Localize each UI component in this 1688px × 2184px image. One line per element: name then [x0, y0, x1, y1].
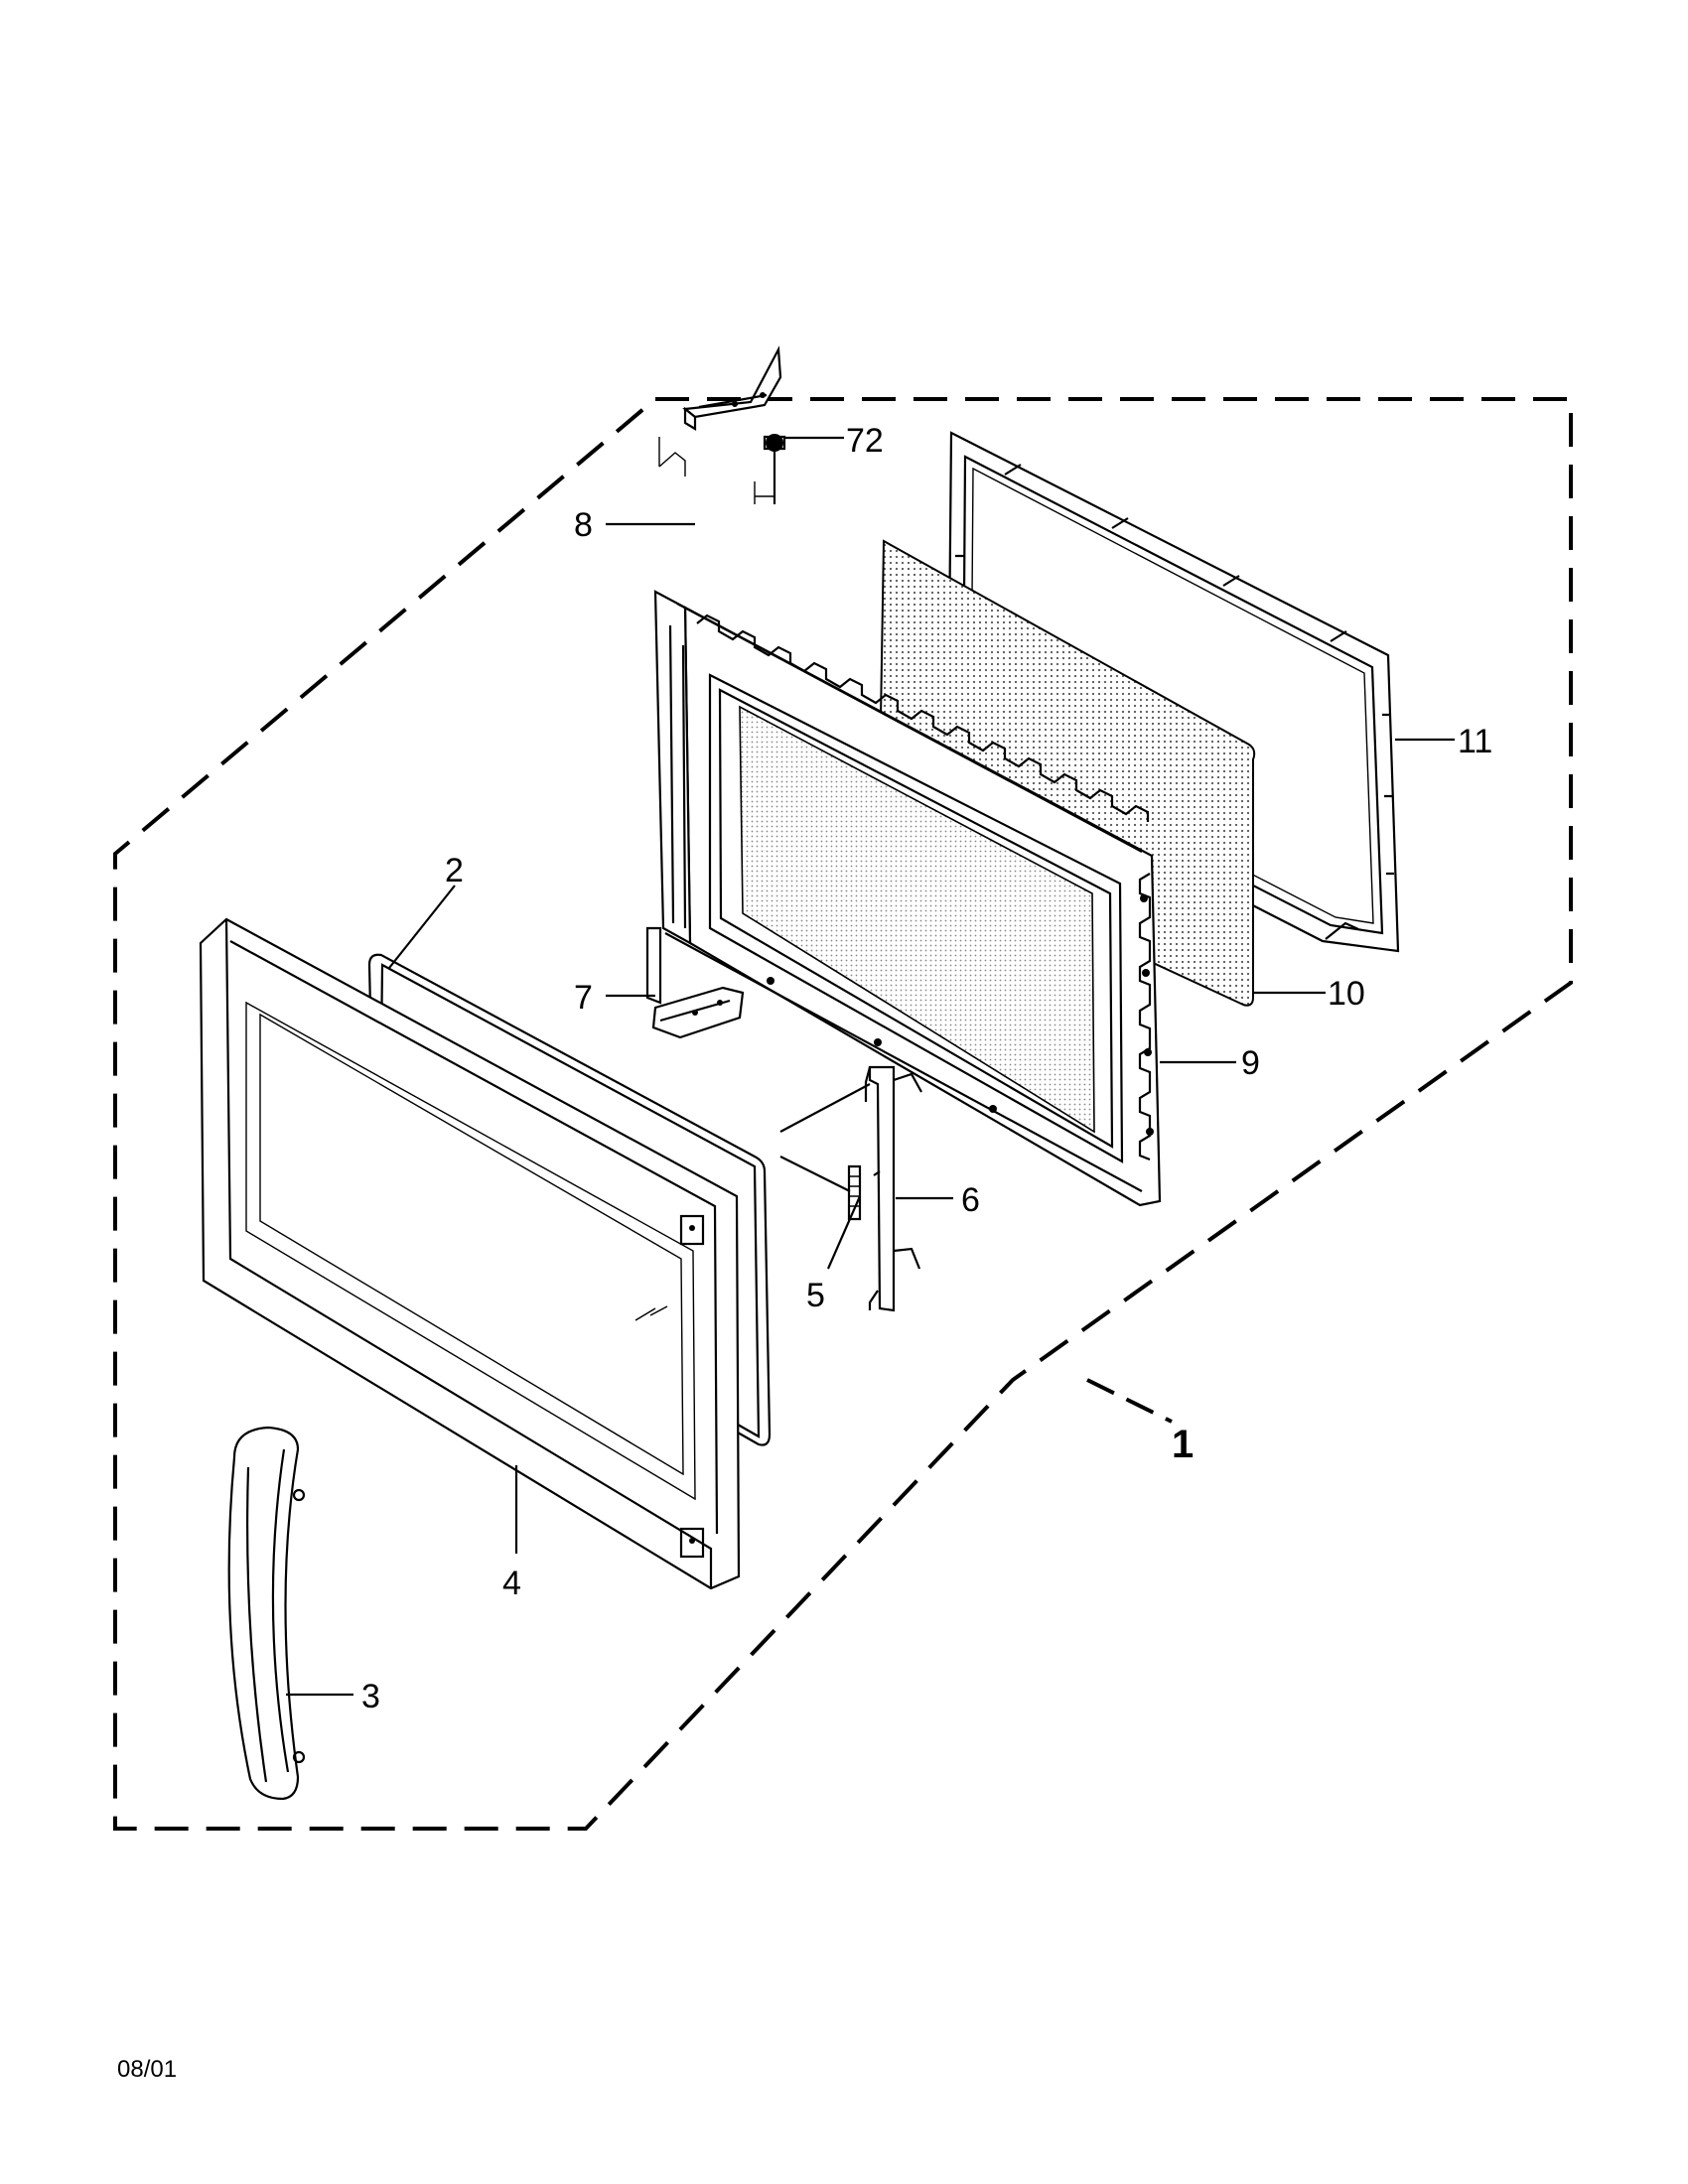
- part-5-latch-spring: [847, 1164, 862, 1221]
- part-3-handle: [227, 1426, 306, 1801]
- part-72-screw: [754, 434, 786, 504]
- callout-2: 2: [445, 852, 464, 889]
- part-7-lower-hinge: [645, 926, 745, 1039]
- callout-11: 11: [1458, 723, 1492, 760]
- callout-4: 4: [502, 1565, 521, 1602]
- callout-7: 7: [574, 979, 593, 1017]
- part-9-inner-door-panel: [653, 590, 1162, 1207]
- part-4-door-frame: [199, 917, 741, 1590]
- part-8-upper-hinge: [658, 345, 782, 477]
- callout-8: 8: [574, 506, 593, 544]
- part-10-mesh-screen: [877, 539, 1256, 1007]
- callout-3: 3: [361, 1678, 380, 1715]
- callout-1: 1: [1172, 1423, 1194, 1466]
- callout-10: 10: [1328, 975, 1365, 1013]
- leader-lines: [286, 436, 1455, 1697]
- assembly-boundary: [113, 397, 1573, 1831]
- callout-labels: 72 8 11 2 7 10 9 6 5 1 4 3: [361, 422, 1492, 1715]
- callout-5: 5: [806, 1277, 825, 1314]
- part-6-latch: [864, 1065, 922, 1312]
- callout-72: 72: [846, 422, 884, 460]
- date-code: 08/01: [117, 2056, 177, 2083]
- callout-6: 6: [961, 1181, 980, 1219]
- callout-9: 9: [1241, 1044, 1260, 1082]
